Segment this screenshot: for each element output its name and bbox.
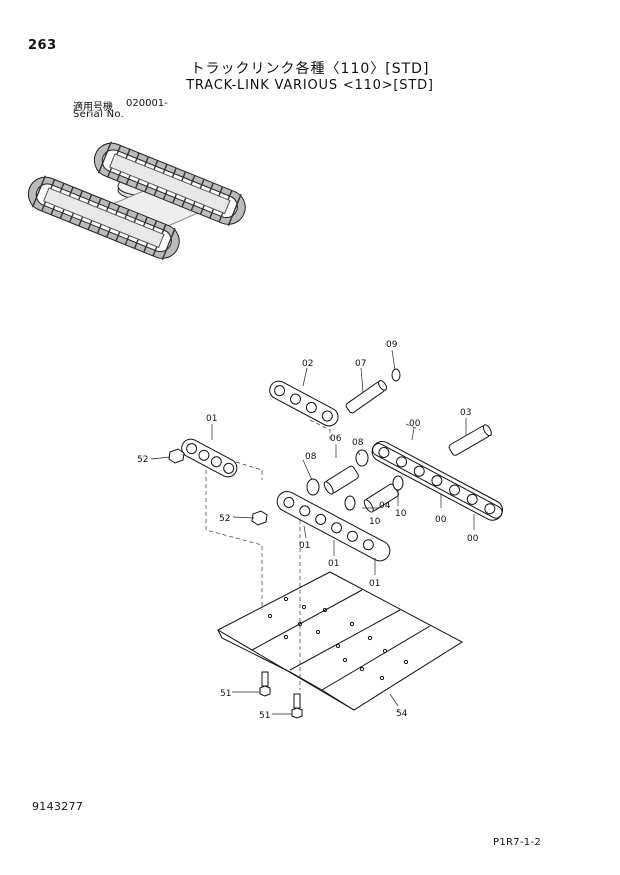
bushing-part-06 xyxy=(323,465,359,495)
callout-51-upper: 51 xyxy=(220,689,231,699)
spacer-part-10-left xyxy=(344,495,356,511)
bolt-part-51-upper xyxy=(259,671,271,697)
callout-08-upper: 08 xyxy=(352,438,364,448)
page-reference: P1R7-1-2 xyxy=(493,837,542,848)
callout-52-middle: 52 xyxy=(219,514,230,524)
link-assembly-part-00 xyxy=(371,441,504,521)
serial-range: 020001- xyxy=(126,98,168,109)
bushing-part-03 xyxy=(448,424,492,456)
track-shoe-part-54 xyxy=(216,571,463,711)
callout-04: 04 xyxy=(379,501,391,511)
callout-06: 06 xyxy=(330,434,342,444)
callout-00-bottom: 00 xyxy=(467,534,479,544)
callout-02: 02 xyxy=(302,359,313,369)
spacer-part-10-right xyxy=(392,475,404,491)
serial-label-english: Serial No. xyxy=(73,109,125,120)
callout-01-top: 01 xyxy=(206,414,217,424)
callout-52-left: 52 xyxy=(137,455,148,465)
bolt-part-51-lower xyxy=(291,693,303,719)
callout-08-lower: 08 xyxy=(305,452,317,462)
callout-01-bottom: 01 xyxy=(369,579,380,589)
callout-labels: 02 07 09 01 06 08 00 03 52 08 04 10 10 0… xyxy=(137,340,479,721)
ring-part-09 xyxy=(391,368,401,382)
assembly-lines xyxy=(205,419,421,690)
callout-01-middle: 01 xyxy=(299,541,310,551)
link-part-02 xyxy=(269,380,339,427)
title-japanese: トラックリンク各種〈110〉[STD] xyxy=(190,61,430,77)
undercarriage-thumbnail xyxy=(27,141,246,260)
nut-part-52-middle xyxy=(251,510,268,526)
callout-00-middle: 00 xyxy=(435,515,447,525)
leader-lines xyxy=(150,349,475,715)
page-number: 263 xyxy=(28,38,57,53)
callout-07: 07 xyxy=(355,359,366,369)
callout-09: 09 xyxy=(386,340,398,350)
link-part-01-left xyxy=(181,438,238,478)
callout-01-lower: 01 xyxy=(328,559,339,569)
serial-label-japanese: 適用号機 xyxy=(73,102,113,113)
callout-00-top: 00 xyxy=(409,419,421,429)
pin-part-07 xyxy=(345,380,388,414)
nut-part-52-left xyxy=(168,448,185,464)
callout-54: 54 xyxy=(396,709,408,719)
callout-10-right: 10 xyxy=(395,509,407,519)
link-part-01-middle xyxy=(276,491,391,562)
callout-03: 03 xyxy=(460,408,471,418)
document-number: 9143277 xyxy=(32,800,84,813)
callout-10-left: 10 xyxy=(369,517,381,527)
title-english: TRACK-LINK VARIOUS <110>[STD] xyxy=(186,78,434,93)
callout-51-lower: 51 xyxy=(259,711,270,721)
seal-part-08-lower xyxy=(306,478,320,496)
seal-part-08-upper xyxy=(355,449,369,467)
